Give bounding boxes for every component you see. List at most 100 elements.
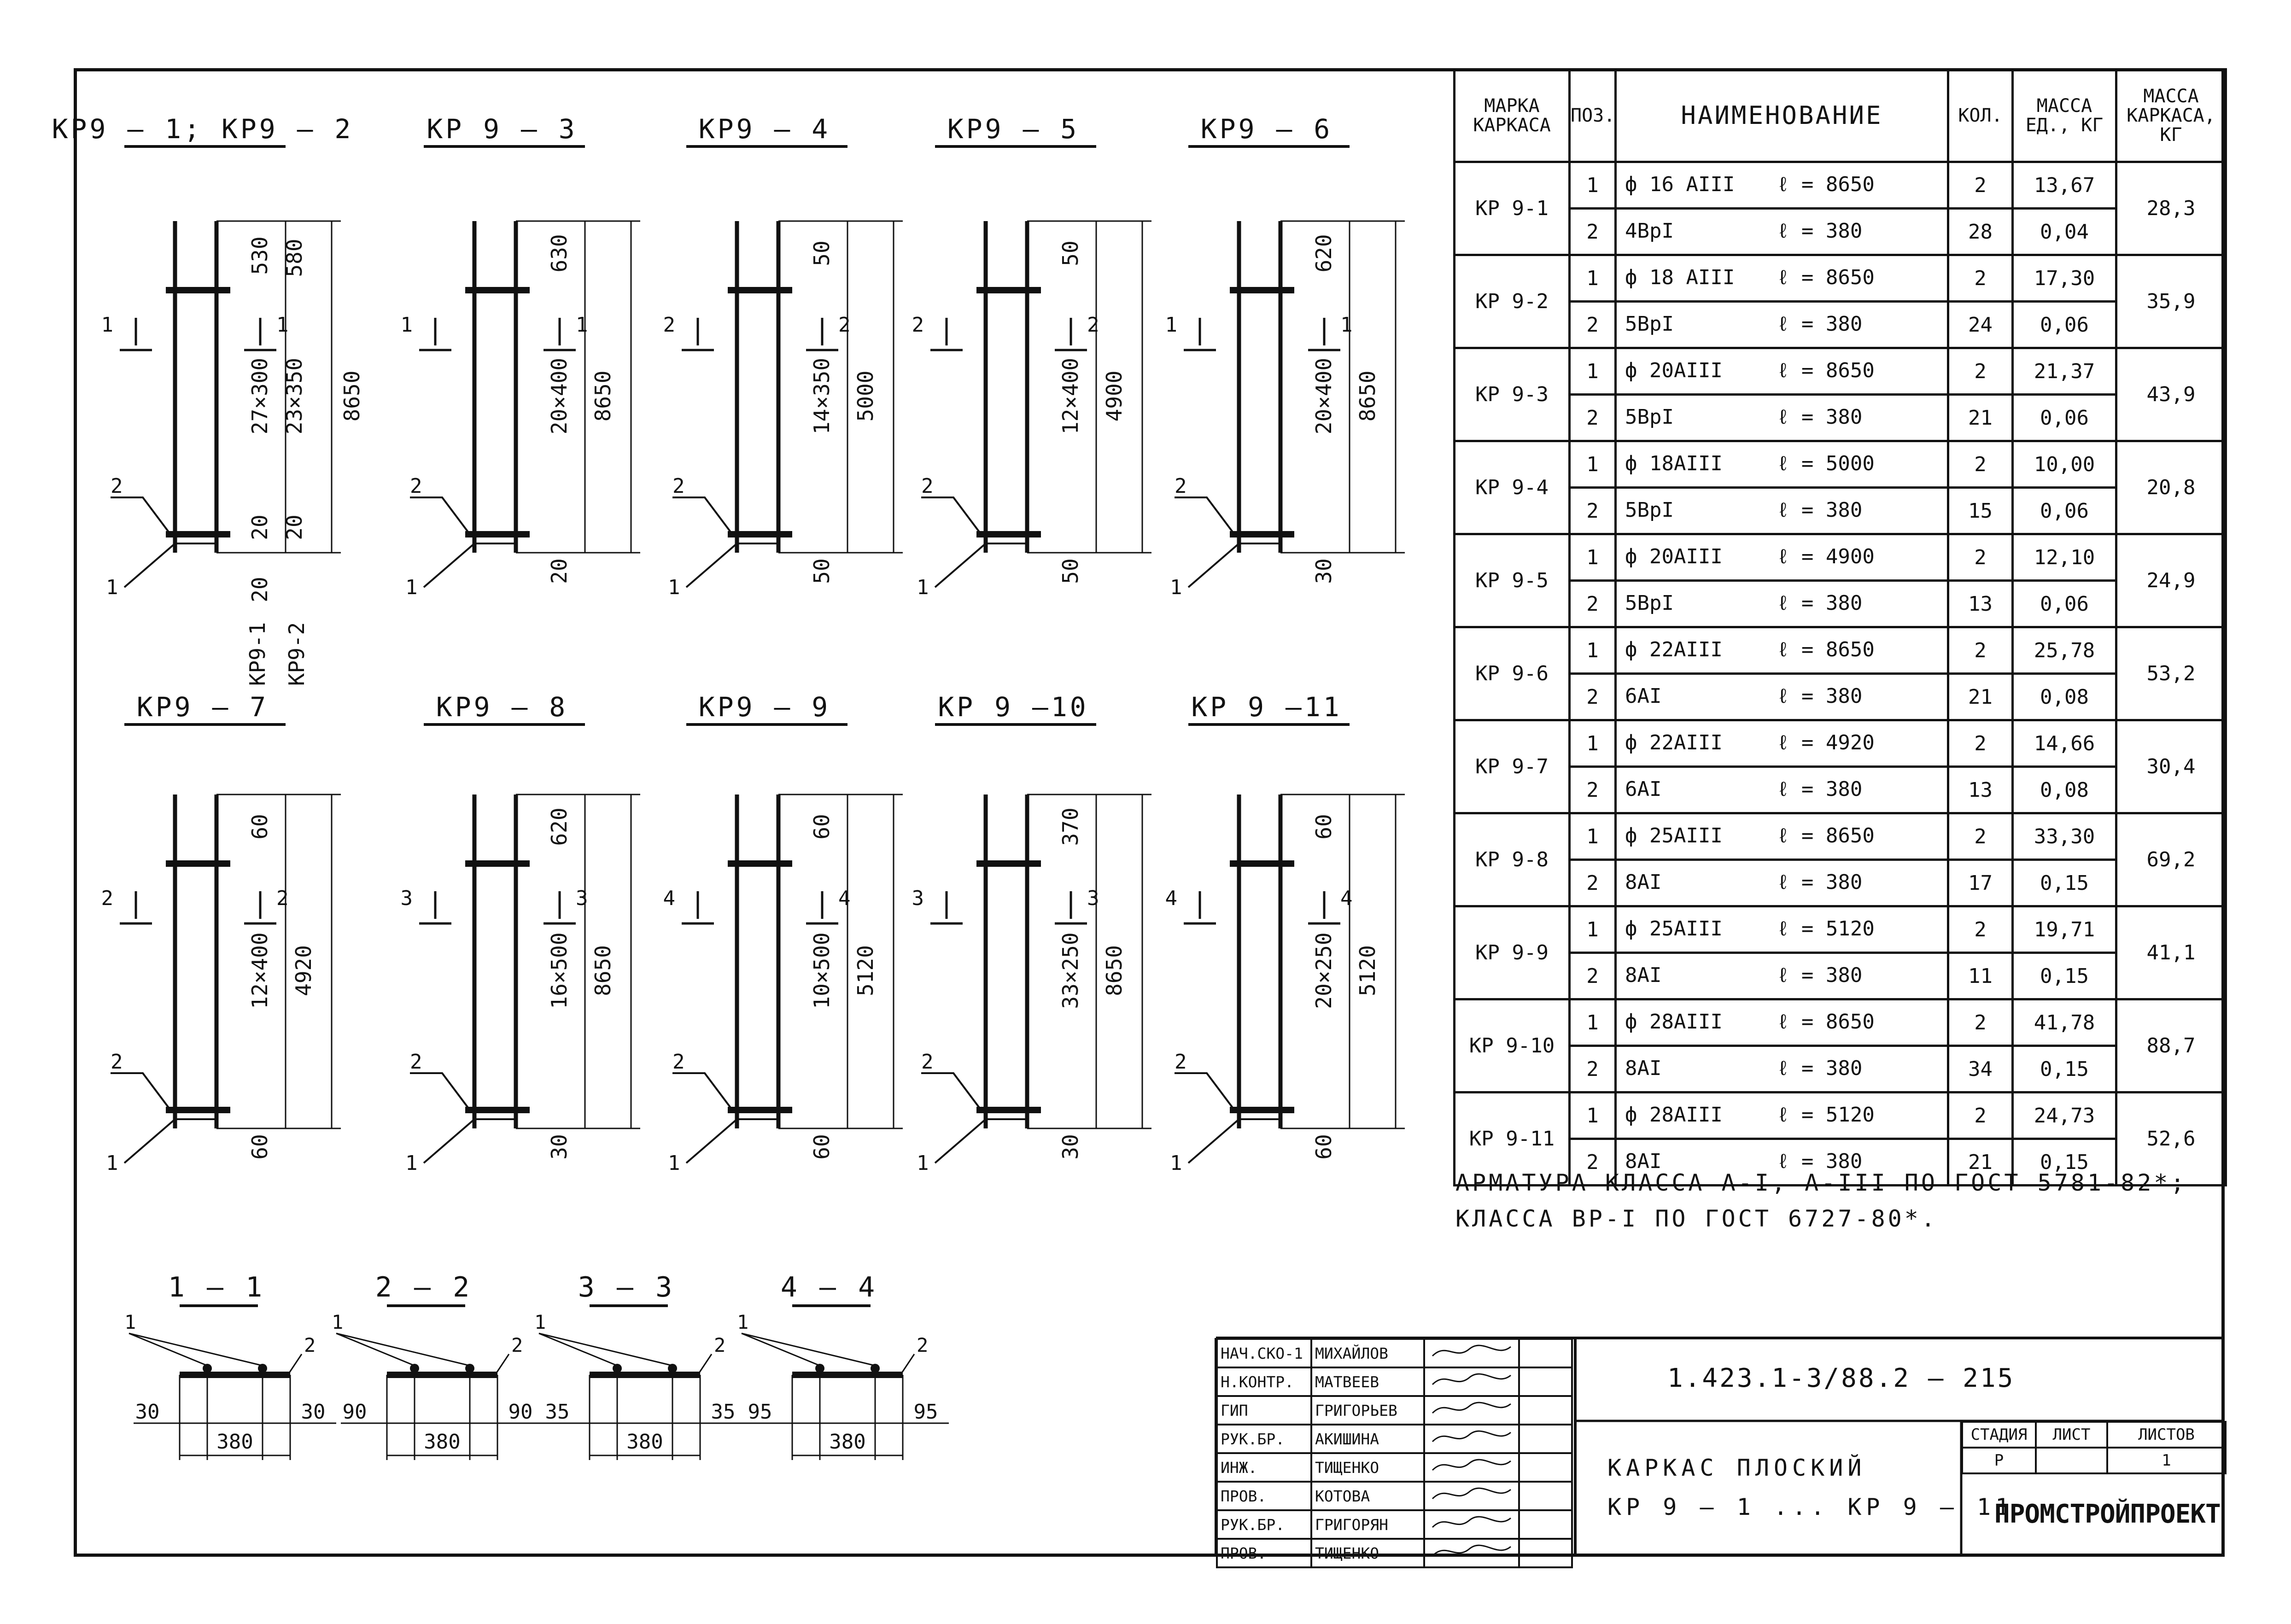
leader-line (1175, 1072, 1235, 1111)
item-unit-mass: 12,10 (2011, 533, 2117, 582)
leader-line (741, 1332, 820, 1367)
specification-table: МАРКА КАРКАСА ПОЗ. НАИМЕНОВАНИЕ КОЛ. МАС… (1453, 68, 2227, 1186)
dimension-label: 20 (247, 514, 272, 540)
signature-row: РУК.БР. ГРИГОРЯН (1216, 1509, 1573, 1540)
section-rod (258, 1364, 267, 1373)
dimension-label: 20 (247, 577, 272, 602)
position-label-1: 1 (106, 576, 118, 599)
frame-mass: 24,9 (2115, 533, 2227, 628)
item-pos: 1 (1568, 719, 1617, 768)
leader-line (1187, 1118, 1280, 1164)
item-length: ℓ = 8650 (1777, 359, 1875, 382)
section-dim-right: 30 (301, 1400, 326, 1424)
position-label-2: 2 (921, 474, 934, 498)
item-pos: 2 (1568, 952, 1617, 1000)
item-rebar: ф 22АIII (1625, 731, 1723, 754)
frame-mass: 43,9 (2115, 347, 2227, 442)
section-title: 3 — 3 (578, 1271, 675, 1303)
position-label-2: 2 (1175, 474, 1187, 498)
header-frame-mass: МАССА КАРКАСА, КГ (2115, 68, 2227, 163)
dimension-label: 50 (809, 240, 834, 266)
header-pos: ПОЗ. (1568, 68, 1617, 163)
dimension-label: 580 (282, 239, 307, 277)
position-label-2: 2 (111, 474, 123, 498)
item-unit-mass: 0,06 (2011, 393, 2117, 442)
position-label-2: 2 (921, 1050, 934, 1074)
dimension-label: 60 (247, 814, 272, 839)
section-mark-number: 2 (663, 313, 676, 337)
item-length: ℓ = 380 (1777, 405, 1863, 429)
position-label-2: 2 (410, 1050, 422, 1074)
item-rebar: ф 28АIII (1625, 1010, 1723, 1034)
signature-table: НАЧ.СКО-1 МИХАЙЛОВ Н.КОНТР. МАТВЕЕВ ГИП … (1216, 1338, 1573, 1568)
item-unit-mass: 19,71 (2011, 905, 2117, 954)
frame-mass: 35,9 (2115, 254, 2227, 349)
leader-line (410, 1072, 471, 1111)
item-pos: 2 (1568, 300, 1617, 349)
section-rod (815, 1364, 824, 1373)
leader-line (336, 1332, 415, 1367)
leader-line (1175, 497, 1235, 535)
position-label-1: 1 (332, 1311, 343, 1333)
leader-line (921, 497, 982, 535)
leader-line (129, 1332, 208, 1367)
dimension-label: 4920 (291, 945, 316, 996)
leader-line (336, 1332, 470, 1367)
frame-mass: 41,1 (2115, 905, 2227, 1000)
item-length: ℓ = 5000 (1777, 452, 1875, 475)
section-mark-number: 4 (1165, 887, 1178, 910)
signature-name: ГРИГОРЬЕВ (1310, 1395, 1425, 1425)
signature-row: Н.КОНТР. МАТВЕЕВ (1216, 1367, 1573, 1397)
section-dim-left: 90 (343, 1400, 367, 1424)
item-rebar: ф 28АIII (1625, 1103, 1723, 1127)
dimension-label: 620 (547, 807, 572, 846)
dimension-label: 630 (547, 234, 572, 272)
item-rebar: 6АI (1625, 684, 1662, 708)
signature-name: МАТВЕЕВ (1310, 1367, 1425, 1397)
frame-mass: 53,2 (2115, 626, 2227, 721)
leader-line (423, 543, 516, 588)
item-qty: 11 (1947, 952, 2014, 1000)
item-pos: 2 (1568, 1045, 1617, 1093)
frame-mark-label: КР9-2 (284, 622, 309, 686)
item-rebar: 5ВрI (1625, 405, 1674, 429)
dimension-label: 370 (1058, 807, 1083, 846)
item-qty: 2 (1947, 254, 2014, 303)
leader-line (934, 543, 1027, 588)
item-qty: 13 (1947, 765, 2014, 814)
leader-line (287, 1354, 303, 1375)
signature-mark (1423, 1538, 1520, 1568)
frame-mark: КР 9-3 (1453, 347, 1571, 442)
dimension-label: 23×350 (282, 358, 307, 434)
dimension-label: 60 (809, 1134, 834, 1159)
item-unit-mass: 17,30 (2011, 254, 2117, 303)
item-unit-mass: 0,08 (2011, 765, 2117, 814)
item-unit-mass: 0,15 (2011, 859, 2117, 907)
leader-line (741, 1332, 876, 1367)
dimension-label: 60 (1311, 1134, 1336, 1159)
section-title: 1 — 1 (168, 1271, 265, 1303)
item-length: ℓ = 5120 (1777, 917, 1875, 941)
position-label-2: 2 (672, 474, 685, 498)
item-rebar: ф 18 АIII (1625, 266, 1735, 289)
section-dim-total: 380 (829, 1430, 865, 1454)
sheet-label: ЛИСТ (2035, 1421, 2108, 1449)
position-label-2: 2 (917, 1334, 928, 1356)
item-pos: 1 (1568, 998, 1617, 1047)
leader-line (538, 1332, 673, 1367)
item-rebar: 8АI (1625, 1057, 1662, 1080)
item-rebar: 5ВрI (1625, 312, 1674, 336)
position-label-2: 2 (714, 1334, 725, 1356)
section-mark-number: 1 (401, 313, 413, 337)
